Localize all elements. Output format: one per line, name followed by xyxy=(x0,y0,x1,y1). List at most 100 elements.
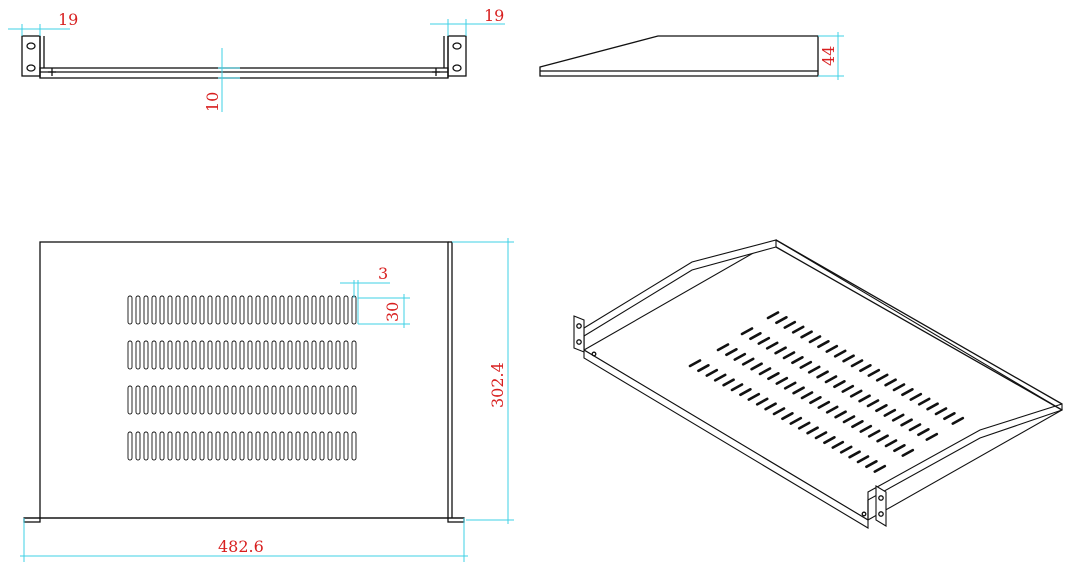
iso-vent-slot xyxy=(782,351,796,360)
vent-slot xyxy=(207,431,213,461)
dim-right-ear-label: 19 xyxy=(484,6,504,25)
iso-vent-slot xyxy=(867,368,881,377)
vent-slot xyxy=(239,295,245,325)
iso-vent-slot xyxy=(791,325,805,334)
vent-slot xyxy=(191,431,197,461)
iso-vent-slot xyxy=(808,335,822,344)
vent-slot xyxy=(183,295,189,325)
vent-slot xyxy=(327,385,333,415)
iso-vent-slot xyxy=(775,376,789,385)
iso-vent-slot xyxy=(775,315,788,325)
left-mounting-ear xyxy=(21,35,41,77)
iso-vent-slot xyxy=(823,435,836,445)
iso-vent-slot xyxy=(859,363,872,373)
dim-height-label: 44 xyxy=(819,46,838,66)
vent-slot xyxy=(151,431,157,461)
vent-slot xyxy=(191,295,197,325)
vent-slot xyxy=(247,431,253,461)
iso-vent-slot xyxy=(733,352,747,361)
iso-vent-slot xyxy=(799,360,813,369)
vent-slot xyxy=(143,431,149,461)
vent-slot xyxy=(343,385,349,415)
vent-slot xyxy=(327,340,333,370)
iso-vent-slot xyxy=(892,383,906,392)
iso-vent-slot xyxy=(833,349,847,358)
iso-vent-slot xyxy=(917,427,930,437)
vent-slot xyxy=(199,340,205,370)
vent-slot xyxy=(215,340,221,370)
iso-vent-slot xyxy=(824,375,838,384)
vent-slot xyxy=(159,340,165,370)
vent-slot xyxy=(303,385,309,415)
iso-vent-slot xyxy=(842,415,856,424)
vent-slot xyxy=(191,340,197,370)
iso-vent-slot xyxy=(722,378,735,387)
vent-slot xyxy=(311,295,317,325)
vent-slot xyxy=(263,431,269,461)
left-screw-icon xyxy=(48,68,56,76)
dim-width: 482.6 xyxy=(20,518,468,562)
iso-vent-slot xyxy=(781,411,794,421)
iso-vent-slot xyxy=(866,399,880,408)
iso-vent-slot xyxy=(725,347,738,357)
vent-slot xyxy=(311,340,317,370)
iso-vent-slot xyxy=(697,363,710,373)
vent-slot xyxy=(335,340,341,370)
iso-vent-slot xyxy=(834,410,847,419)
iso-vent-slot xyxy=(884,378,897,387)
vent-slot xyxy=(279,295,285,325)
vent-slot xyxy=(279,340,285,370)
vent-slot xyxy=(135,385,141,415)
iso-vent-slot xyxy=(917,397,931,406)
iso-vent-slot xyxy=(875,403,888,413)
vent-slot xyxy=(143,340,149,370)
iso-vent-slot xyxy=(800,391,814,400)
vent-slot xyxy=(255,431,261,461)
vent-slot xyxy=(287,340,293,370)
iso-vent-slot xyxy=(925,432,939,441)
iso-vent-slot xyxy=(772,407,786,416)
vent-slot xyxy=(127,340,133,370)
dim-slot-width-label: 3 xyxy=(378,264,388,283)
iso-vent-slot xyxy=(749,331,762,341)
iso-vent-slot xyxy=(831,440,845,449)
iso-vent-slot xyxy=(783,381,797,390)
vent-slot xyxy=(343,340,349,370)
iso-vent-slot xyxy=(876,434,889,443)
iso-front-lip xyxy=(583,349,869,529)
vent-slot xyxy=(159,431,165,461)
vent-slot xyxy=(143,385,149,415)
left-ear-hole-top xyxy=(26,42,36,50)
right-screw-icon xyxy=(432,68,440,76)
vent-slot xyxy=(295,385,301,415)
iso-vent-slot xyxy=(951,416,965,425)
vent-slot xyxy=(207,340,213,370)
vent-slot xyxy=(215,431,221,461)
left-ear-hole-bottom xyxy=(26,64,36,72)
vent-slot xyxy=(319,295,325,325)
right-mounting-ear xyxy=(447,35,467,77)
vent-slot xyxy=(239,385,245,415)
vent-slot xyxy=(159,295,165,325)
vent-slot xyxy=(255,385,261,415)
iso-vent-slot xyxy=(688,359,702,368)
vent-slot xyxy=(319,431,325,461)
iso-vent-slot xyxy=(739,387,752,397)
vent-slot xyxy=(271,295,277,325)
vent-slot xyxy=(167,295,173,325)
iso-vent-slot xyxy=(716,343,730,352)
vent-slot xyxy=(279,431,285,461)
vent-slot xyxy=(303,340,309,370)
vent-slot xyxy=(319,340,325,370)
vent-slot xyxy=(247,340,253,370)
vent-slot xyxy=(151,295,157,325)
vent-slot xyxy=(231,340,237,370)
iso-ventilation-slots xyxy=(688,311,965,473)
iso-vent-slot xyxy=(901,448,915,457)
right-ear-hole-top xyxy=(452,42,462,50)
vent-slot xyxy=(159,385,165,415)
vent-slot xyxy=(343,295,349,325)
shelf-plate-front xyxy=(39,67,449,79)
iso-vent-slot xyxy=(765,341,779,350)
